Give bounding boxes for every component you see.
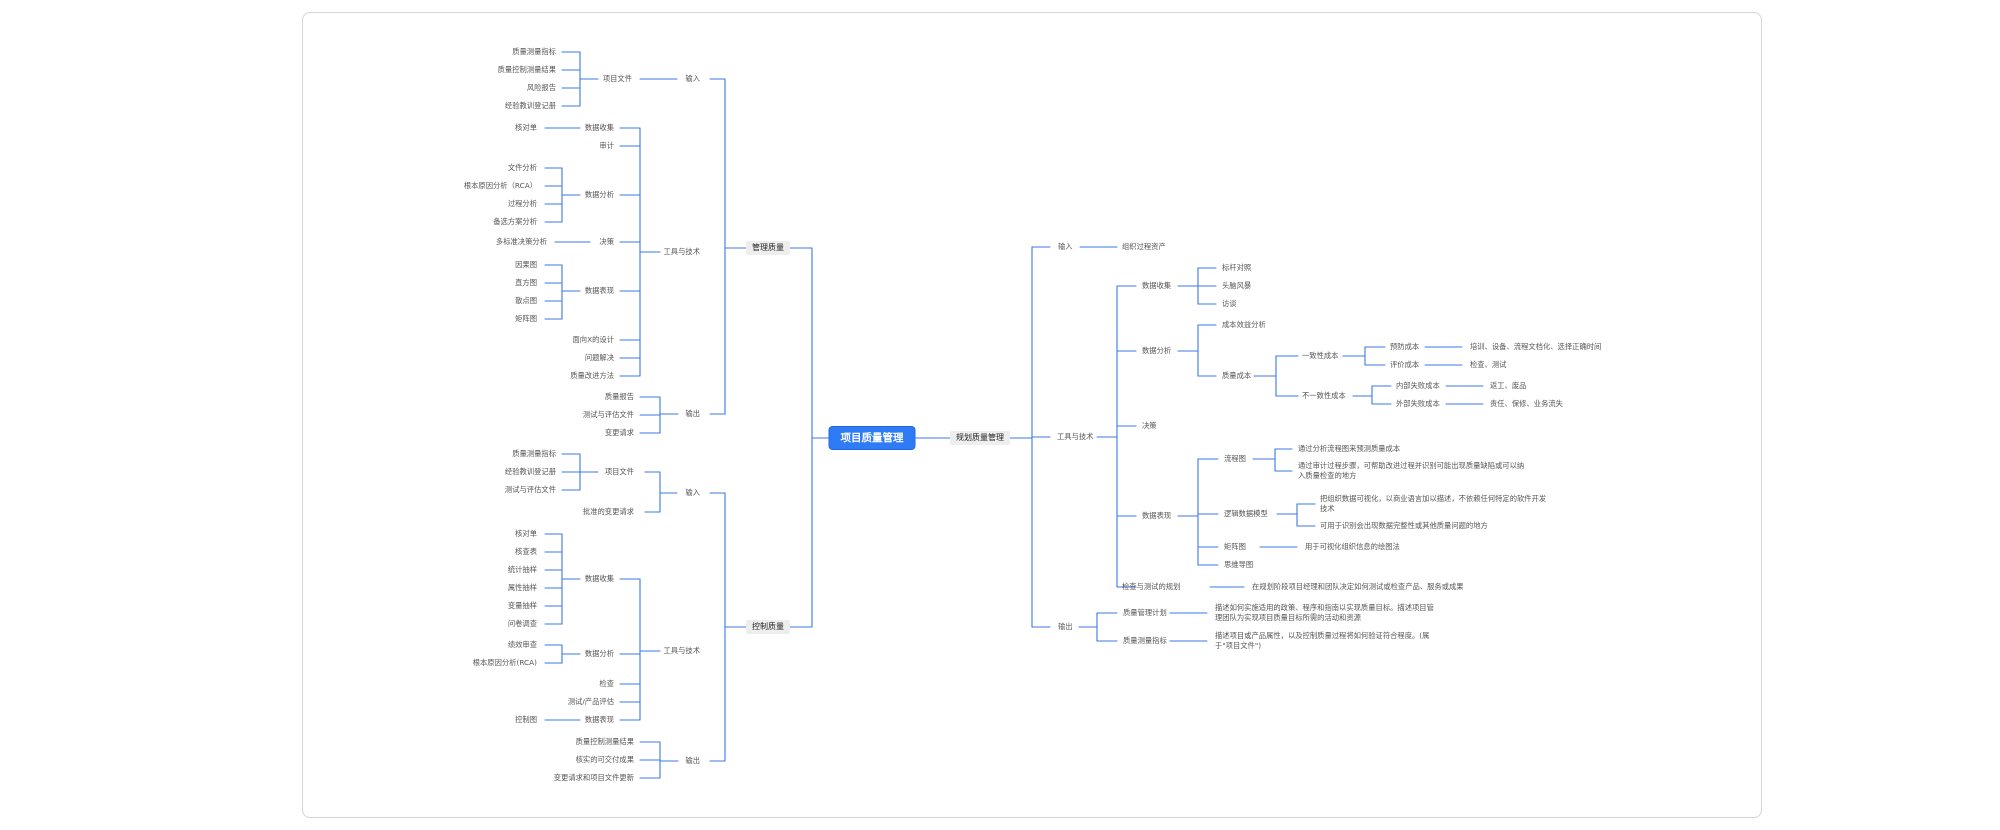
plan-flowchart-note[interactable]: 通过分析流程图来预测质量成本 <box>1298 444 1401 453</box>
plan-prevention[interactable]: 预防成本 <box>1390 342 1420 351</box>
manage-dfx[interactable]: 面向X的设计 <box>572 335 614 344</box>
plan-output[interactable]: 输出 <box>1058 622 1073 631</box>
plan-qm-plan[interactable]: 质量管理计划 <box>1123 608 1167 617</box>
root-node[interactable]: 项目质量管理 <box>829 427 915 449</box>
control-output-item[interactable]: 核实的可交付成果 <box>575 755 634 764</box>
manage-output[interactable]: 输出 <box>685 409 700 418</box>
manage-decision-item[interactable]: 多标准决策分析 <box>495 237 547 246</box>
manage-da-item[interactable]: 文件分析 <box>507 163 537 172</box>
plan-matrix[interactable]: 矩阵图 <box>1224 542 1246 551</box>
control-dr-item[interactable]: 控制图 <box>515 715 537 724</box>
plan-conformance[interactable]: 一致性成本 <box>1302 351 1339 360</box>
manage-dr-item[interactable]: 直方图 <box>515 278 537 287</box>
plan-metrics[interactable]: 质量测量指标 <box>1123 636 1167 645</box>
plan-appraisal[interactable]: 评价成本 <box>1390 360 1420 369</box>
plan-data-representation[interactable]: 数据表现 <box>1142 511 1172 520</box>
plan-logical-model[interactable]: 逻辑数据模型 <box>1224 509 1268 518</box>
plan-matrix-note[interactable]: 用于可视化组织信息的绘图法 <box>1305 542 1400 551</box>
manage-output-item[interactable]: 变更请求 <box>604 428 634 437</box>
manage-quality-methods[interactable]: 质量改进方法 <box>570 371 614 380</box>
plan-input[interactable]: 输入 <box>1058 242 1073 251</box>
plan-metrics-note[interactable]: 描述项目或产品属性，以及控制质量过程将如何验证符合程度。(属于"项目文件") <box>1215 631 1430 650</box>
manage-input[interactable]: 输入 <box>685 74 700 83</box>
manage-audit[interactable]: 审计 <box>599 141 614 150</box>
plan-tools[interactable]: 工具与技术 <box>1057 432 1094 441</box>
manage-data-collection[interactable]: 数据收集 <box>584 123 614 132</box>
control-tools[interactable]: 工具与技术 <box>663 646 700 655</box>
manage-tools[interactable]: 工具与技术 <box>663 247 700 256</box>
control-input[interactable]: 输入 <box>685 488 700 497</box>
control-data-representation[interactable]: 数据表现 <box>584 715 614 724</box>
manage-output-item[interactable]: 质量报告 <box>604 392 634 401</box>
manage-dr-item[interactable]: 矩阵图 <box>515 314 537 323</box>
plan-data-collection[interactable]: 数据收集 <box>1142 281 1172 290</box>
plan-internal-failure[interactable]: 内部失败成本 <box>1396 381 1440 390</box>
node-manage-quality[interactable]: 管理质量 <box>746 241 790 255</box>
control-output[interactable]: 输出 <box>685 756 700 765</box>
plan-test-planning[interactable]: 检查与测试的规划 <box>1122 582 1181 591</box>
plan-flowchart[interactable]: 流程图 <box>1224 454 1246 463</box>
manage-input-doc[interactable]: 风险报告 <box>526 83 556 92</box>
manage-data-analysis[interactable]: 数据分析 <box>584 190 614 199</box>
manage-da-item[interactable]: 备选方案分析 <box>493 217 537 226</box>
plan-cost-of-quality[interactable]: 质量成本 <box>1222 371 1252 380</box>
manage-output-item[interactable]: 测试与评估文件 <box>582 410 634 419</box>
plan-internal-note[interactable]: 返工、废品 <box>1490 381 1527 390</box>
control-dc-item[interactable]: 统计抽样 <box>507 565 537 574</box>
plan-test-note[interactable]: 在规划阶段项目经理和团队决定如何测试或检查产品、服务或成果 <box>1252 582 1464 591</box>
plan-mind-map[interactable]: 思维导图 <box>1224 560 1254 569</box>
plan-flowchart-note[interactable]: 通过审计过程步骤，可帮助改进过程并识别可能出现质量缺陷或可以纳入质量检查的地方 <box>1298 461 1525 480</box>
plan-dc-item[interactable]: 标杆对照 <box>1222 263 1252 272</box>
control-dc-item[interactable]: 核对单 <box>515 529 537 538</box>
control-input-doc[interactable]: 经验教训登记册 <box>504 467 556 476</box>
plan-appraisal-note[interactable]: 检查、测试 <box>1470 360 1507 369</box>
manage-dr-item[interactable]: 因果图 <box>515 260 537 269</box>
manage-da-item[interactable]: 根本原因分析（RCA） <box>463 181 537 190</box>
control-dc-item[interactable]: 属性抽样 <box>507 583 537 592</box>
manage-problem-solving[interactable]: 问题解决 <box>584 353 614 362</box>
manage-input-doc[interactable]: 质量控制测量结果 <box>497 65 556 74</box>
plan-prevention-note[interactable]: 培训、设备、流程文档化、选择正确时间 <box>1470 342 1602 351</box>
control-output-item[interactable]: 变更请求和项目文件更新 <box>553 773 634 782</box>
control-inspection[interactable]: 检查 <box>599 679 614 688</box>
node-control-quality[interactable]: 控制质量 <box>746 620 790 634</box>
node-plan-quality[interactable]: 规划质量管理 <box>950 431 1010 445</box>
plan-logical-note[interactable]: 把组织数据可视化，以商业语言加以描述，不依赖任何特定的软件开发技术 <box>1320 494 1547 513</box>
manage-data-representation[interactable]: 数据表现 <box>584 286 614 295</box>
control-dc-item[interactable]: 问卷调查 <box>507 619 537 628</box>
plan-cost-benefit[interactable]: 成本效益分析 <box>1222 320 1266 329</box>
plan-dc-item[interactable]: 访谈 <box>1222 299 1237 308</box>
plan-input-item[interactable]: 组织过程资产 <box>1122 242 1166 251</box>
control-project-docs[interactable]: 项目文件 <box>604 467 634 476</box>
control-da-item[interactable]: 绩效审查 <box>507 640 537 649</box>
control-input-doc[interactable]: 质量测量指标 <box>512 449 556 458</box>
plan-data-analysis[interactable]: 数据分析 <box>1142 346 1172 355</box>
plan-decision[interactable]: 决策 <box>1142 421 1157 430</box>
control-approved-changes[interactable]: 批准的变更请求 <box>582 507 634 516</box>
plan-external-failure[interactable]: 外部失败成本 <box>1396 399 1440 408</box>
control-data-collection[interactable]: 数据收集 <box>584 574 614 583</box>
plan-dc-item[interactable]: 头脑风暴 <box>1222 281 1252 290</box>
manage-da-item[interactable]: 过程分析 <box>507 199 537 208</box>
manage-decision[interactable]: 决策 <box>599 237 614 246</box>
plan-nonconformance[interactable]: 不一致性成本 <box>1302 391 1346 400</box>
plan-qm-plan-note[interactable]: 描述如何实施适用的政策、程序和指南以实现质量目标。描述项目管理团队为实现项目质量… <box>1215 603 1434 622</box>
manage-dc-item[interactable]: 核对单 <box>515 123 537 132</box>
control-data-analysis[interactable]: 数据分析 <box>584 649 614 658</box>
control-input-doc[interactable]: 测试与评估文件 <box>504 485 556 494</box>
control-dc-item[interactable]: 变量抽样 <box>507 601 537 610</box>
manage-input-doc[interactable]: 质量测量指标 <box>512 47 556 56</box>
plan-logical-note[interactable]: 可用于识别会出现数据完整性或其他质量问题的地方 <box>1320 521 1488 530</box>
plan-external-note[interactable]: 责任、保修、业务流失 <box>1490 399 1563 408</box>
manage-project-docs[interactable]: 项目文件 <box>602 74 632 83</box>
manage-dr-item[interactable]: 散点图 <box>515 296 537 305</box>
control-output-item[interactable]: 质量控制测量结果 <box>575 737 634 746</box>
manage-input-doc[interactable]: 经验教训登记册 <box>504 101 556 110</box>
control-dc-item[interactable]: 核查表 <box>515 547 537 556</box>
control-da-item[interactable]: 根本原因分析(RCA) <box>472 658 537 667</box>
control-testing[interactable]: 测试/产品评估 <box>567 697 614 706</box>
